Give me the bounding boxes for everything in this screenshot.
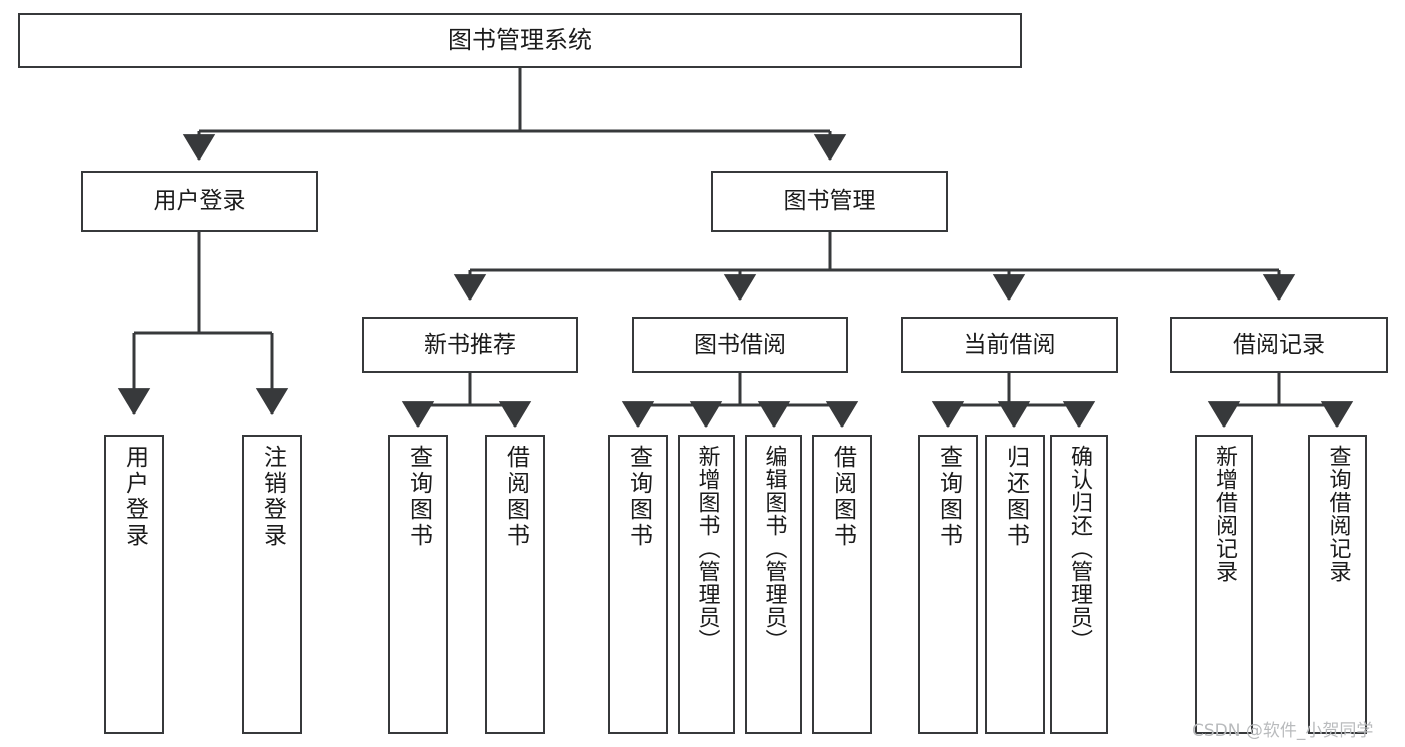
node-leaf-query-book-borrow[interactable]: 查询图书	[608, 435, 668, 734]
node-label: 归还图书	[1002, 445, 1029, 549]
node-leaf-borrow-book-recommend[interactable]: 借阅图书	[485, 435, 545, 734]
node-label: 图书借阅	[694, 331, 786, 358]
node-borrow-records[interactable]: 借阅记录	[1170, 317, 1388, 373]
node-label: 借阅图书	[502, 445, 529, 549]
node-label: 查询图书	[625, 445, 652, 549]
node-leaf-return-book[interactable]: 归还图书	[985, 435, 1045, 734]
node-leaf-add-borrow-record[interactable]: 新增借阅记录	[1195, 435, 1253, 734]
node-label: 确认归还（管理员）	[1067, 445, 1092, 652]
node-leaf-query-book-current[interactable]: 查询图书	[918, 435, 978, 734]
node-new-book-recommend[interactable]: 新书推荐	[362, 317, 578, 373]
node-user-login[interactable]: 用户登录	[81, 171, 318, 232]
node-label: 当前借阅	[963, 331, 1056, 358]
node-leaf-add-book-admin[interactable]: 新增图书（管理员）	[678, 435, 735, 734]
node-label: 查询借阅记录	[1325, 445, 1351, 583]
node-label: 编辑图书（管理员）	[761, 445, 787, 652]
node-label: 用户登录	[121, 445, 148, 549]
node-label: 新增借阅记录	[1212, 445, 1237, 583]
node-leaf-edit-book-admin[interactable]: 编辑图书（管理员）	[745, 435, 802, 734]
node-label: 图书管理	[783, 188, 876, 215]
node-label: 借阅记录	[1233, 331, 1325, 358]
node-label: 借阅图书	[829, 445, 856, 549]
node-leaf-user-login[interactable]: 用户登录	[104, 435, 164, 734]
node-label: 查询图书	[405, 445, 432, 549]
node-book-borrow[interactable]: 图书借阅	[632, 317, 848, 373]
node-root-book-management-system[interactable]: 图书管理系统	[18, 13, 1022, 68]
node-leaf-logout[interactable]: 注销登录	[242, 435, 302, 734]
node-label: 图书管理系统	[448, 25, 592, 54]
node-label: 查询图书	[935, 445, 962, 549]
node-current-borrow[interactable]: 当前借阅	[901, 317, 1118, 373]
node-book-management[interactable]: 图书管理	[711, 171, 948, 232]
node-leaf-query-book-recommend[interactable]: 查询图书	[388, 435, 448, 734]
node-label: 注销登录	[259, 445, 286, 549]
node-leaf-confirm-return-admin[interactable]: 确认归还（管理员）	[1050, 435, 1108, 734]
node-leaf-query-borrow-record[interactable]: 查询借阅记录	[1308, 435, 1367, 734]
node-leaf-borrow-book[interactable]: 借阅图书	[812, 435, 872, 734]
node-label: 用户登录	[153, 188, 246, 215]
node-label: 新书推荐	[424, 331, 516, 358]
node-label: 新增图书（管理员）	[694, 445, 720, 652]
